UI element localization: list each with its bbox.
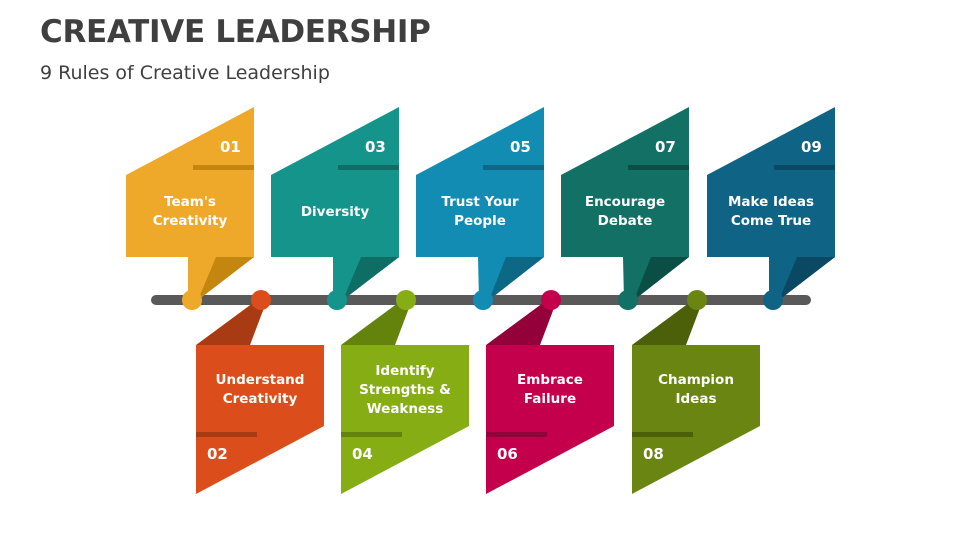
- number-underline: [341, 432, 402, 437]
- card-body: [341, 345, 469, 494]
- rule-number: 09: [801, 138, 822, 156]
- rule-card-06: [486, 300, 614, 494]
- timeline-dot-05: [473, 290, 493, 310]
- number-underline: [338, 165, 399, 170]
- card-body: [632, 345, 760, 494]
- card-body: [561, 107, 689, 257]
- rule-card-01: [126, 107, 254, 300]
- rule-card-02: [196, 300, 324, 494]
- rule-card-07: [561, 107, 689, 300]
- number-underline: [486, 432, 547, 437]
- card-body: [707, 107, 835, 257]
- timeline-dot-07: [618, 290, 638, 310]
- card-body: [196, 345, 324, 494]
- timeline-dot-04: [396, 290, 416, 310]
- rule-card-09: [707, 107, 835, 300]
- rule-number: 01: [220, 138, 241, 156]
- rule-card-08: [632, 300, 760, 494]
- slide-title: CREATIVE LEADERSHIP: [40, 14, 431, 50]
- rule-number: 03: [365, 138, 386, 156]
- number-underline: [483, 165, 544, 170]
- rule-label: Diversity: [300, 203, 370, 220]
- timeline-dot-09: [763, 290, 783, 310]
- rule-number: 06: [497, 445, 518, 463]
- card-body: [486, 345, 614, 494]
- card-body: [416, 107, 544, 257]
- number-underline: [196, 432, 257, 437]
- card-body: [126, 107, 254, 257]
- rule-card-05: [416, 107, 544, 300]
- number-underline: [628, 165, 689, 170]
- timeline-dot-06: [541, 290, 561, 310]
- timeline-dot-01: [182, 290, 202, 310]
- rule-number: 08: [643, 445, 664, 463]
- rule-number: 05: [510, 138, 531, 156]
- rule-number: 04: [352, 445, 373, 463]
- number-underline: [774, 165, 835, 170]
- rule-card-04: [341, 300, 469, 494]
- timeline-dot-02: [251, 290, 271, 310]
- timeline-dot-08: [687, 290, 707, 310]
- card-body: [271, 107, 399, 257]
- rule-card-03: [271, 107, 399, 300]
- number-underline: [193, 165, 254, 170]
- timeline-dot-03: [327, 290, 347, 310]
- slide-subtitle: 9 Rules of Creative Leadership: [40, 62, 330, 84]
- rule-number: 02: [207, 445, 228, 463]
- rule-number: 07: [655, 138, 676, 156]
- number-underline: [632, 432, 693, 437]
